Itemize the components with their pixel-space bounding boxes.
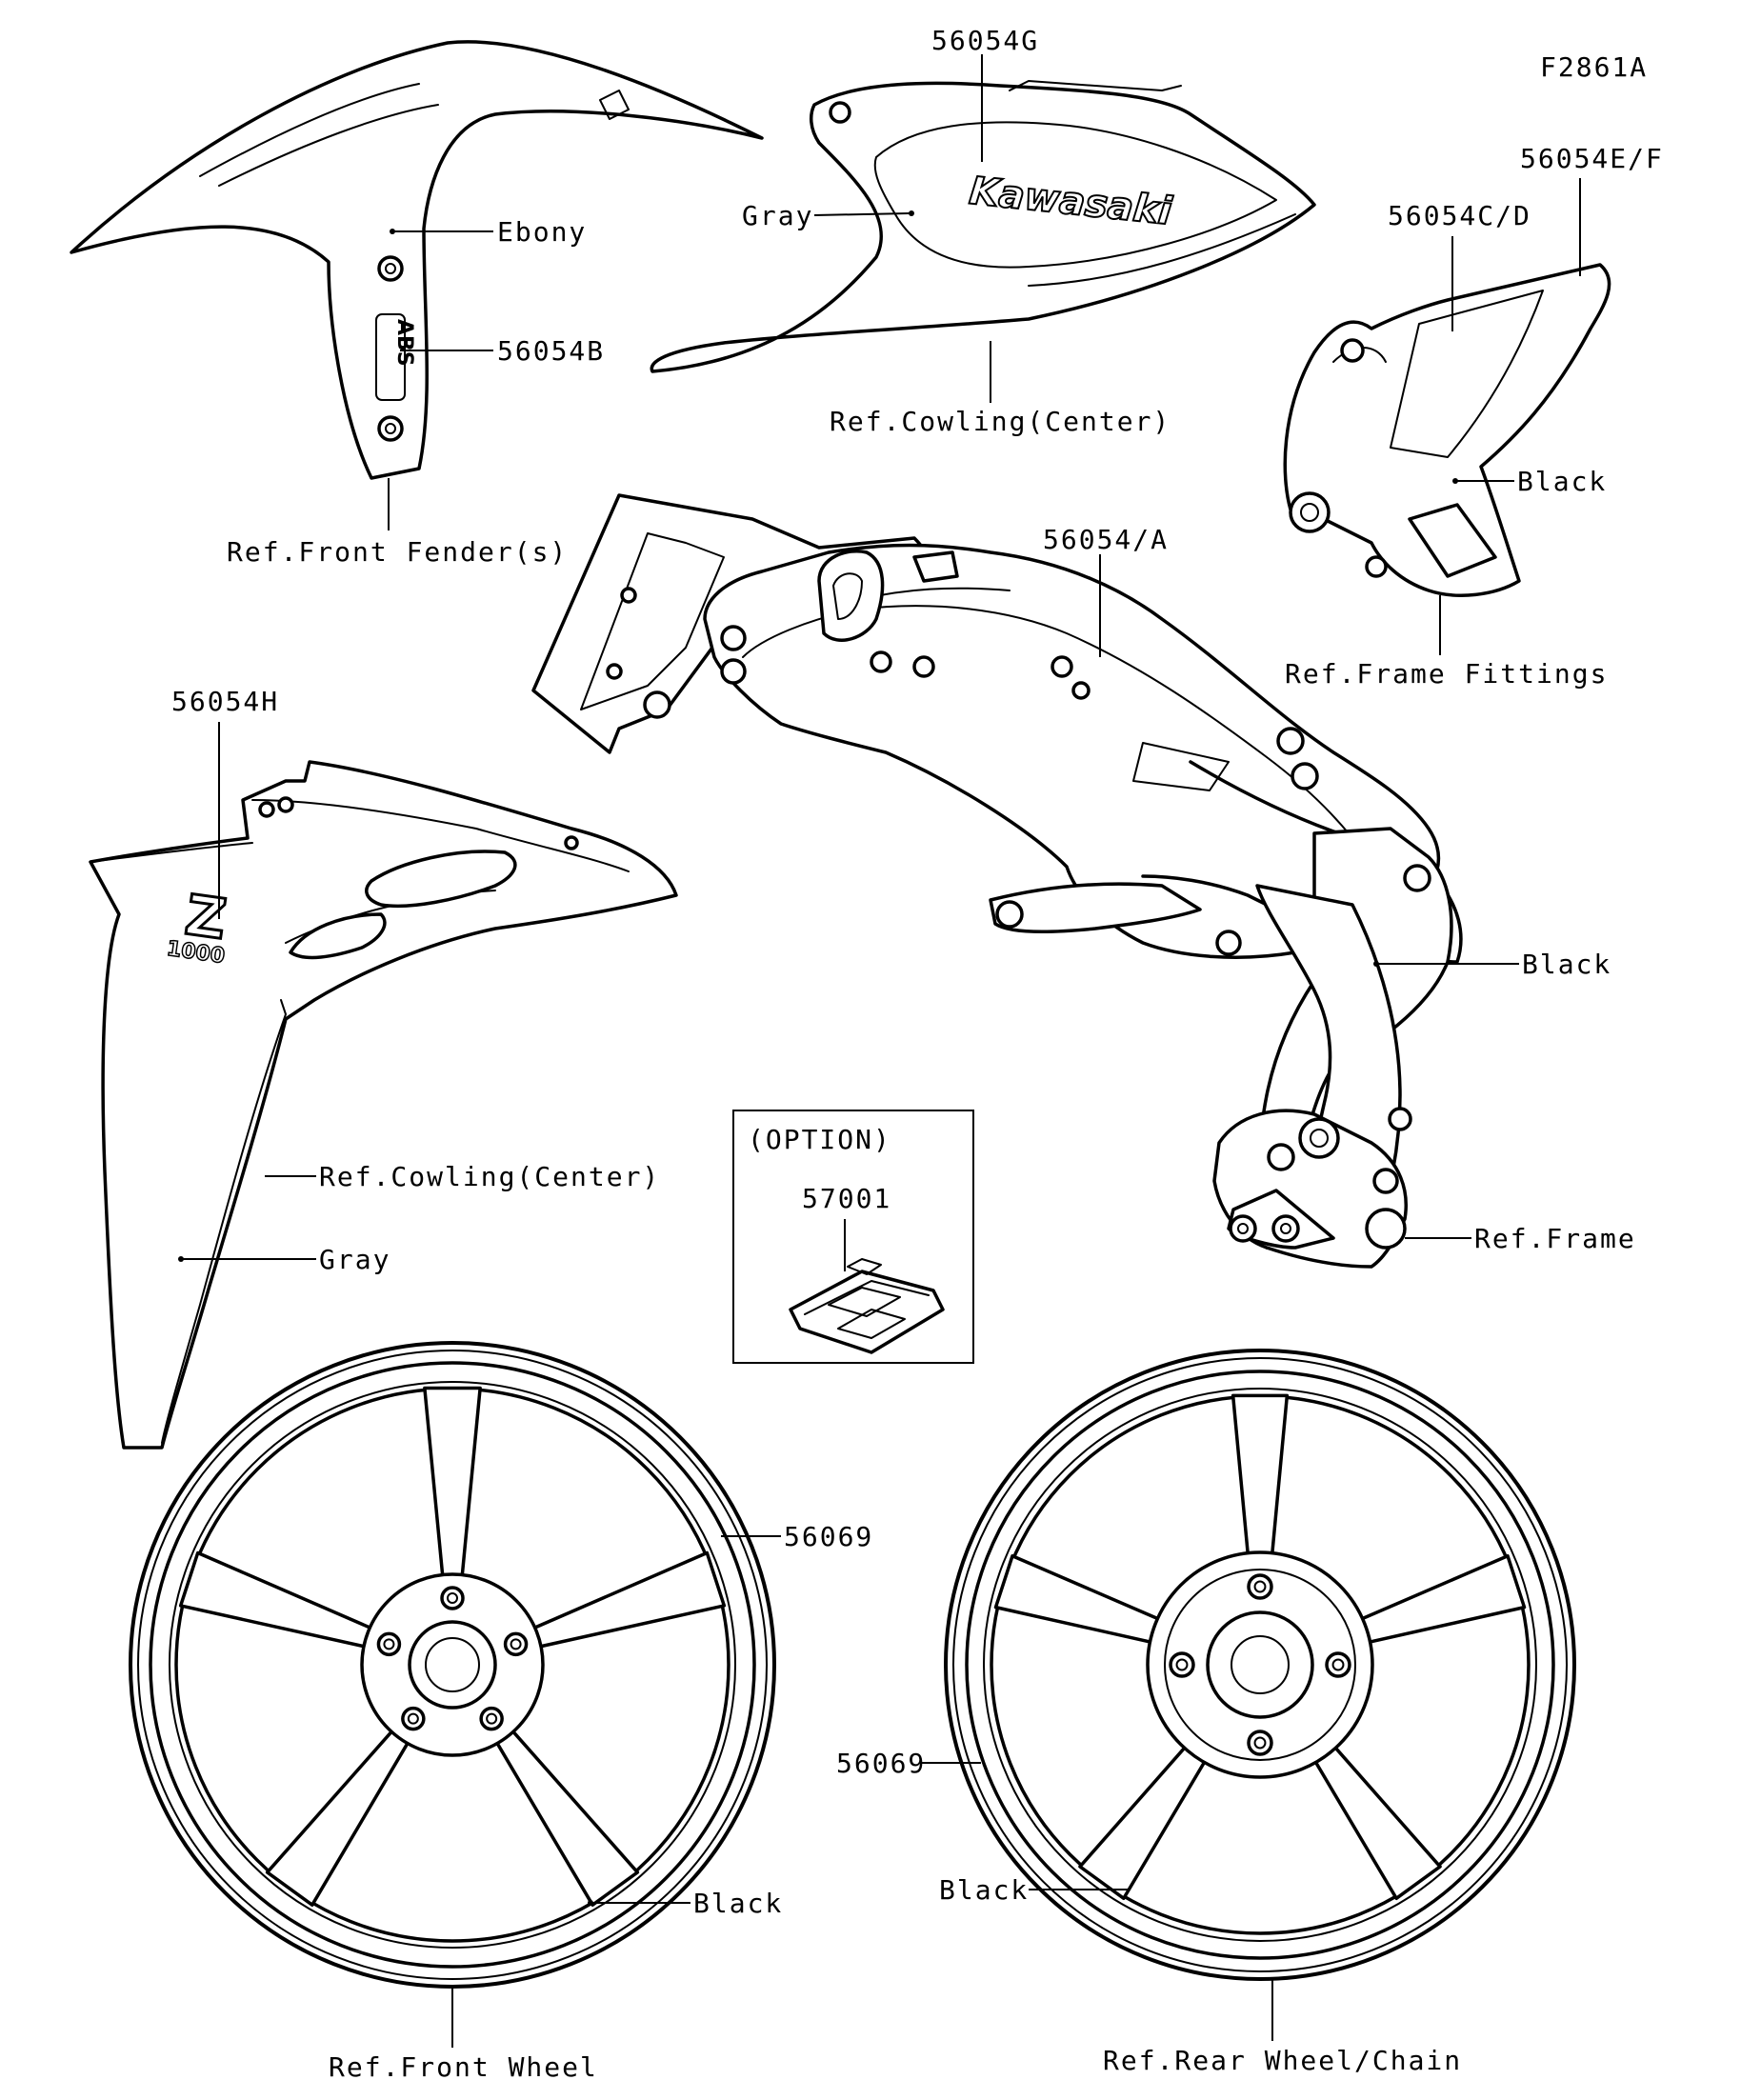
label-black-fittings: Black <box>1517 466 1607 497</box>
label-56069-rear: 56069 <box>836 1748 926 1779</box>
label-ref-cowling-center-left: Ref.Cowling(Center) <box>319 1161 660 1192</box>
front-wheel-disc-bolts <box>376 1586 529 1731</box>
wheel-bolt-hole <box>407 1712 419 1725</box>
label-56069-front: 56069 <box>784 1521 873 1552</box>
label-gray-left: Gray <box>319 1244 390 1275</box>
front-fender: ABS <box>70 40 764 480</box>
wheel-bolt <box>440 1586 465 1610</box>
wheel-bolt-hole <box>510 1638 522 1650</box>
wheel-bolt <box>376 1631 402 1657</box>
wheel-bolt-hole <box>1253 1736 1267 1750</box>
wheel-bolt <box>401 1706 426 1731</box>
wheel-bolt-hole <box>447 1592 458 1604</box>
label-gray-top: Gray <box>742 200 813 231</box>
label-56054B: 56054B <box>497 335 605 367</box>
wheel-bolt-hole <box>1253 1580 1267 1593</box>
label-56054CD: 56054C/D <box>1388 200 1531 231</box>
main-frame <box>531 493 1463 1269</box>
cowling-center-left: Z 1000 <box>89 760 678 1450</box>
leader-lines <box>178 54 1581 2048</box>
wheel-bolt <box>1247 1730 1273 1756</box>
option-box <box>732 1110 974 1364</box>
rear-wheel <box>944 1349 1576 1981</box>
wheel-bolt <box>1247 1573 1273 1600</box>
label-ref-frame-fittings: Ref.Frame Fittings <box>1285 658 1608 690</box>
label-ref-rear-wheel-chain: Ref.Rear Wheel/Chain <box>1103 2045 1462 2076</box>
label-56054G: 56054G <box>931 25 1039 56</box>
label-black-front-wheel: Black <box>693 1888 783 1919</box>
label-ref-cowling-center-top: Ref.Cowling(Center) <box>830 406 1171 437</box>
figure-id: F2861A <box>1540 51 1648 83</box>
wheel-bolt-hole <box>486 1712 498 1725</box>
label-ref-front-wheel: Ref.Front Wheel <box>329 2051 598 2083</box>
wheel-bolt <box>479 1706 504 1731</box>
wheel-bolt-hole <box>1175 1658 1189 1671</box>
z1000-decal: Z 1000 <box>165 881 232 970</box>
wheel-bolt <box>1325 1651 1351 1678</box>
rear-wheel-spokes <box>993 1393 1527 1901</box>
protector-part <box>789 1258 945 1354</box>
frame-fittings <box>1283 263 1611 597</box>
label-ebony: Ebony <box>497 216 587 248</box>
label-ref-front-fenders: Ref.Front Fender(s) <box>227 536 568 568</box>
label-ref-frame: Ref.Frame <box>1474 1223 1636 1254</box>
label-56054EF: 56054E/F <box>1520 143 1664 174</box>
z-logo-text: Z <box>182 882 230 951</box>
labels: F2861A 56054G 56054E/F 56054C/D Ebony Gr… <box>171 25 1664 2083</box>
label-black-frame: Black <box>1522 949 1611 980</box>
label-56054H: 56054H <box>171 686 279 717</box>
abs-decal-text: ABS <box>392 319 416 367</box>
wheel-bolt <box>1169 1651 1195 1678</box>
cowling-center-top: Kawasaki <box>650 80 1316 373</box>
wheel-bolt-hole <box>383 1638 395 1650</box>
abs-decal: ABS <box>375 313 416 401</box>
label-black-rear-wheel: Black <box>939 1874 1029 1906</box>
label-56054A: 56054/A <box>1043 524 1169 555</box>
label-option: (OPTION) <box>748 1124 891 1155</box>
label-57001: 57001 <box>802 1183 891 1214</box>
wheel-bolt-hole <box>1331 1658 1345 1671</box>
wheel-bolt <box>503 1631 529 1657</box>
front-wheel <box>129 1341 776 1989</box>
rear-wheel-sprocket-bolts <box>1169 1573 1351 1756</box>
